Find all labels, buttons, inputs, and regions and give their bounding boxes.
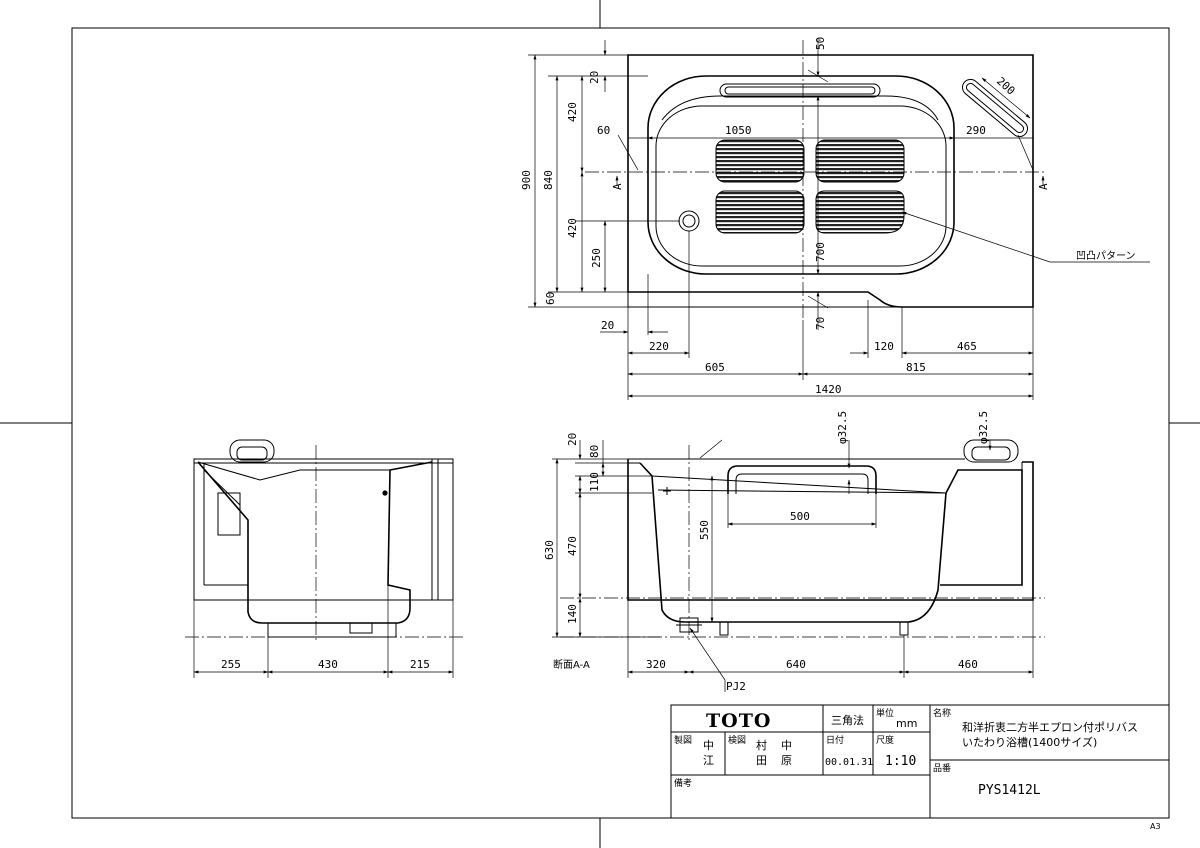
section-label: 断面A-A <box>553 658 590 671</box>
checked-name-4: 原 <box>781 754 792 767</box>
title-block-text: TOTO 三角法 単位 mm 名称 和洋折衷二方半エプロン付ポリバス いたわり浴… <box>674 707 1161 831</box>
dim-630: 630 <box>543 540 556 560</box>
checked-name-3: 中 <box>781 739 792 752</box>
part-label: 品番 <box>933 762 951 774</box>
dim-605: 605 <box>705 361 725 374</box>
scale-label: 尺度 <box>876 734 894 746</box>
dim-20: 20 <box>566 433 579 446</box>
product-name-line1: 和洋折衷二方半エプロン付ポリバス <box>962 720 1138 734</box>
pattern-label: 凹凸パターン <box>1076 250 1136 262</box>
dim-500: 500 <box>790 510 810 523</box>
section-mark-left: A <box>611 183 624 190</box>
dim-60-bottom: 60 <box>544 292 557 305</box>
dim-120: 120 <box>874 340 894 353</box>
dim-50: 50 <box>814 37 827 50</box>
date-value: 00.01.31 <box>825 757 873 768</box>
date-label: 日付 <box>826 735 844 746</box>
dim-470: 470 <box>566 536 579 556</box>
section-view <box>552 439 1045 692</box>
dim-640: 640 <box>786 658 806 671</box>
dim-215: 215 <box>410 658 430 671</box>
dim-430: 430 <box>318 658 338 671</box>
dim-phi-2: φ32.5 <box>977 411 990 444</box>
section-mark-right: A <box>1037 183 1050 190</box>
dim-250: 250 <box>590 248 603 268</box>
side-view <box>185 439 465 678</box>
part-number: PYS1412L <box>978 783 1041 798</box>
dim-815: 815 <box>906 361 926 374</box>
dim-460: 460 <box>958 658 978 671</box>
dim-465: 465 <box>957 340 977 353</box>
toto-logo: TOTO <box>706 710 771 732</box>
projection-method: 三角法 <box>831 713 864 727</box>
scale-value: 1:10 <box>885 754 916 769</box>
plan-view <box>528 38 1150 400</box>
sheet-size: A3 <box>1150 822 1161 831</box>
dim-900: 900 <box>520 170 533 190</box>
dim-420-bottom: 420 <box>566 218 579 238</box>
drawn-name-2: 江 <box>703 754 714 767</box>
unit-value: mm <box>896 717 917 730</box>
title-block <box>670 704 1170 819</box>
drawn-name-1: 中 <box>703 739 714 752</box>
checked-name-1: 村 <box>756 738 767 752</box>
dim-70: 70 <box>814 317 827 330</box>
name-label: 名称 <box>933 707 951 719</box>
dim-840: 840 <box>542 170 555 190</box>
dim-60-left: 60 <box>597 124 610 137</box>
product-name-line2: いたわり浴槽(1400サイズ) <box>962 735 1097 749</box>
section-dimension-labels: 20 80 110 470 630 140 550 500 φ32.5 φ32.… <box>543 411 990 693</box>
checked-name-2: 田 <box>756 754 767 767</box>
dim-20-top: 20 <box>588 71 601 84</box>
dim-220: 220 <box>649 340 669 353</box>
side-dimension-labels: 255 430 215 <box>221 658 430 671</box>
dim-700: 700 <box>814 242 827 262</box>
unit-label: 単位 <box>876 707 894 719</box>
dim-200: 200 <box>994 75 1017 98</box>
dim-255: 255 <box>221 658 241 671</box>
dim-phi-1: φ32.5 <box>836 411 849 444</box>
dim-290: 290 <box>966 124 986 137</box>
dim-110: 110 <box>588 472 601 492</box>
remarks-label: 備考 <box>674 777 692 789</box>
drain-label: PJ2 <box>726 680 746 693</box>
dim-320: 320 <box>646 658 666 671</box>
dim-80: 80 <box>588 445 601 458</box>
dim-140: 140 <box>566 604 579 624</box>
drawn-label: 製図 <box>674 734 692 746</box>
checked-label: 検図 <box>728 734 746 746</box>
dim-420-top: 420 <box>566 102 579 122</box>
dim-20-bottom: 20 <box>601 319 614 332</box>
dim-1420: 1420 <box>815 383 842 396</box>
dim-1050: 1050 <box>725 124 752 137</box>
dim-550: 550 <box>698 520 711 540</box>
